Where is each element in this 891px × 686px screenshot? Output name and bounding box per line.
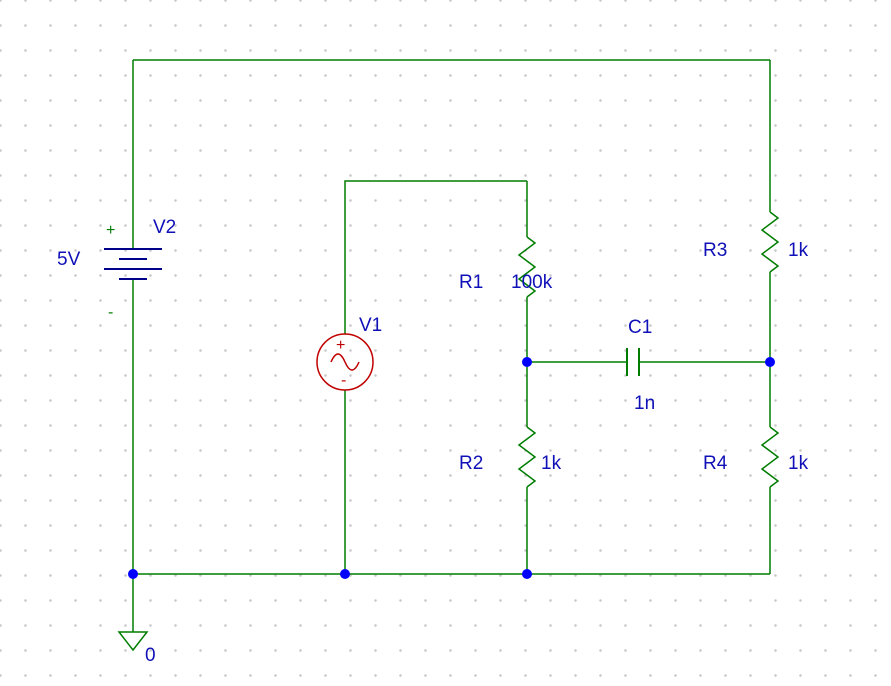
r2-resistor-symbol[interactable] [517, 426, 537, 488]
r4-ref-label[interactable]: R4 [703, 453, 728, 474]
ac-source-circle[interactable] [316, 333, 374, 391]
r2-ref-label[interactable]: R2 [459, 453, 483, 474]
component-v1-ac-source[interactable]: + - V1 [316, 315, 382, 391]
component-r4[interactable]: R4 1k [703, 426, 809, 488]
ground-net-label[interactable]: 0 [145, 645, 156, 666]
v2-minus-mark: - [108, 304, 113, 321]
r1-ref-label[interactable]: R1 [459, 272, 483, 293]
component-r1[interactable]: R1 100k [459, 236, 553, 298]
component-r3[interactable]: R3 1k [703, 211, 809, 273]
component-v2-dc-source[interactable]: + - V2 5V [57, 217, 176, 321]
v1-minus-mark: - [341, 372, 346, 389]
junction-dot-v1-bottom [340, 569, 350, 579]
junction-dot-gnd [128, 569, 138, 579]
v2-plus-mark: + [106, 222, 115, 239]
junction-dot-right-c1 [765, 357, 775, 367]
r3-resistor-symbol[interactable] [760, 211, 780, 273]
r3-value-label[interactable]: 1k [788, 240, 809, 261]
junction-dots [128, 357, 775, 579]
c1-value-label[interactable]: 1n [634, 393, 655, 414]
v1-plus-mark: + [336, 337, 345, 354]
r1-value-label[interactable]: 100k [511, 272, 553, 293]
v2-value-label[interactable]: 5V [57, 249, 81, 270]
r1-resistor-symbol[interactable] [517, 236, 537, 298]
ground-symbol[interactable]: 0 [117, 631, 156, 666]
v2-ref-label[interactable]: V2 [153, 217, 176, 238]
v1-ref-label[interactable]: V1 [359, 315, 382, 336]
r3-ref-label[interactable]: R3 [703, 240, 727, 261]
ground-triangle[interactable] [117, 631, 149, 652]
wire-v1-top[interactable] [344, 180, 527, 334]
ac-source-sine[interactable] [330, 353, 360, 371]
c1-ref-label[interactable]: C1 [628, 317, 652, 338]
junction-dot-mid-c1 [522, 357, 532, 367]
component-c1[interactable]: C1 1n [626, 317, 655, 414]
r2-value-label[interactable]: 1k [541, 453, 562, 474]
component-r2[interactable]: R2 1k [459, 426, 562, 488]
wires [132, 59, 771, 632]
r4-value-label[interactable]: 1k [788, 453, 809, 474]
r4-resistor-symbol[interactable] [760, 426, 780, 488]
junction-dot-mid-bottom [522, 569, 532, 579]
